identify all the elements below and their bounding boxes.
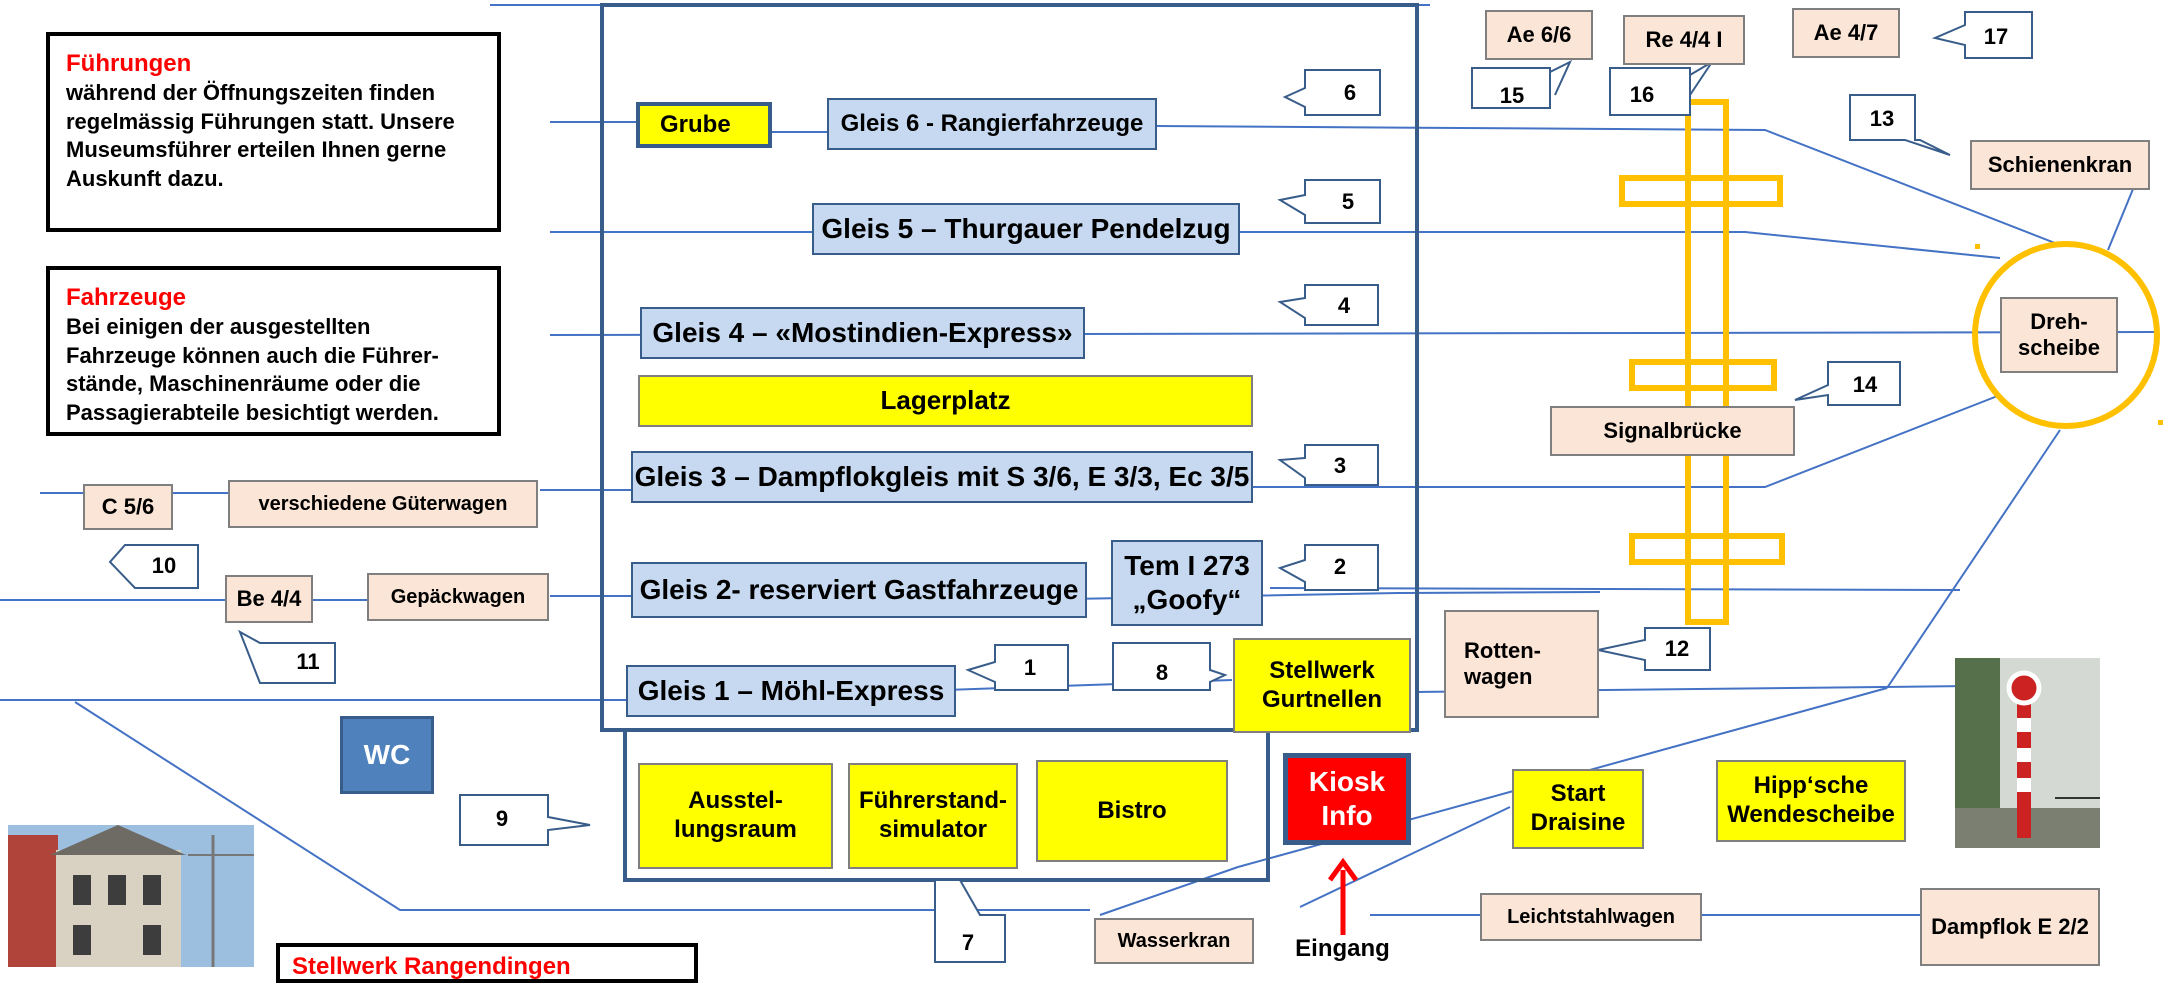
info-fahrzeuge-text: Bei einigen der ausgestellten Fahrzeuge … [66, 314, 439, 425]
callout-2-shape [1277, 544, 1379, 591]
callout-8-shape [1112, 642, 1228, 691]
info-stellwerk-rangendingen: Stellwerk Rangendingen [276, 943, 698, 983]
signalbruecke-label: Signalbrücke [1550, 406, 1795, 456]
callout-4: 4 [1337, 293, 1351, 318]
ae66-label: Ae 6/6 [1485, 10, 1593, 60]
callout-1-shape [965, 644, 1069, 691]
tem-i-273-goofy: Tem I 273 „Goofy“ [1111, 540, 1263, 626]
callout-9: 9 [495, 806, 509, 831]
callout-10: 10 [151, 553, 177, 578]
ae47-label: Ae 4/7 [1792, 8, 1900, 58]
lagerplatz-label: Lagerplatz [638, 375, 1253, 427]
bistro: Bistro [1036, 760, 1228, 862]
hipp-wendescheibe-photo [1955, 658, 2100, 848]
info-fahrzeuge-title: Fahrzeuge [66, 284, 187, 311]
callout-13-shape [1849, 94, 1951, 156]
ausstellungsraum: Ausstel-lungsraum [638, 763, 833, 869]
track-gleis-5: Gleis 5 – Thurgauer Pendelzug [812, 203, 1240, 255]
callout-2: 2 [1333, 554, 1347, 579]
start-draisine: Start Draisine [1512, 769, 1644, 849]
callout-7-shape [934, 879, 1006, 963]
drehscheibe-label: Dreh-scheibe [2000, 297, 2118, 373]
leichtstahlwagen-label: Leichtstahlwagen [1480, 893, 1702, 941]
callout-6-shape [1282, 69, 1381, 116]
info-fuehrungen-text: während der Öffnungszeiten finden regelm… [66, 80, 455, 191]
callout-15-shape [1471, 59, 1573, 109]
info-fahrzeuge: Fahrzeuge Bei einigen der ausgestellten … [46, 266, 501, 436]
callout-16: 16 [1629, 82, 1655, 107]
kiosk-info: Kiosk Info [1283, 753, 1411, 845]
stellwerk-building-photo [8, 825, 254, 967]
hipp-wendescheibe: Hipp‘sche Wendescheibe [1716, 760, 1906, 842]
callout-1: 1 [1023, 655, 1037, 680]
callout-4-shape [1277, 284, 1379, 326]
rottenwagen-label: Rotten-wagen [1444, 610, 1599, 718]
callout-5-shape [1277, 179, 1381, 224]
wasserkran-label: Wasserkran [1094, 918, 1254, 964]
gueterwagen-label: verschiedene Güterwagen [228, 480, 538, 528]
callout-11: 11 [296, 649, 320, 674]
schienenkran-label: Schienenkran [1970, 140, 2150, 190]
callout-12: 12 [1664, 636, 1690, 661]
be44-label: Be 4/4 [225, 575, 313, 623]
callout-3: 3 [1333, 453, 1347, 478]
info-fuehrungen-title: Führungen [66, 50, 192, 77]
callout-9-shape [459, 794, 591, 846]
fuehrerstand-simulator: Führerstand-simulator [848, 763, 1018, 869]
callout-7: 7 [961, 930, 975, 955]
stellwerk-gurtnellen: Stellwerk Gurtnellen [1233, 638, 1411, 733]
callout-15: 15 [1499, 83, 1525, 108]
callout-3-shape [1277, 444, 1379, 486]
c56-label: C 5/6 [83, 484, 173, 530]
track-gleis-6: Gleis 6 - Rangierfahrzeuge [827, 98, 1157, 150]
gepaeckwagen-label: Gepäckwagen [367, 573, 549, 621]
callout-5: 5 [1341, 189, 1355, 214]
track-gleis-4: Gleis 4 – «Mostindien-Express» [640, 307, 1085, 359]
callout-6: 6 [1343, 80, 1357, 105]
callout-17-shape [1931, 11, 2033, 59]
re44-label: Re 4/4 I [1623, 15, 1745, 65]
callout-12-shape [1597, 627, 1711, 671]
callout-13: 13 [1869, 106, 1895, 131]
callout-11-shape [238, 629, 336, 684]
callout-8: 8 [1155, 660, 1169, 685]
track-gleis-1: Gleis 1 – Möhl-Express [626, 665, 956, 717]
callout-10-shape [108, 544, 199, 589]
eingang-label: Eingang [1295, 935, 1390, 963]
track-gleis-2: Gleis 2- reserviert Gastfahrzeuge [631, 562, 1087, 618]
dampflok-e22-label: Dampflok E 2/2 [1920, 888, 2100, 966]
callout-14: 14 [1852, 372, 1878, 397]
wc-label: WC [340, 716, 434, 794]
grube-label: Grube [636, 102, 772, 148]
info-fuehrungen: Führungen während der Öffnungszeiten fin… [46, 32, 501, 232]
track-gleis-3: Gleis 3 – Dampflokgleis mit S 3/6, E 3/3… [631, 451, 1253, 503]
callout-17: 17 [1983, 24, 2009, 49]
callout-14-shape [1794, 361, 1901, 406]
